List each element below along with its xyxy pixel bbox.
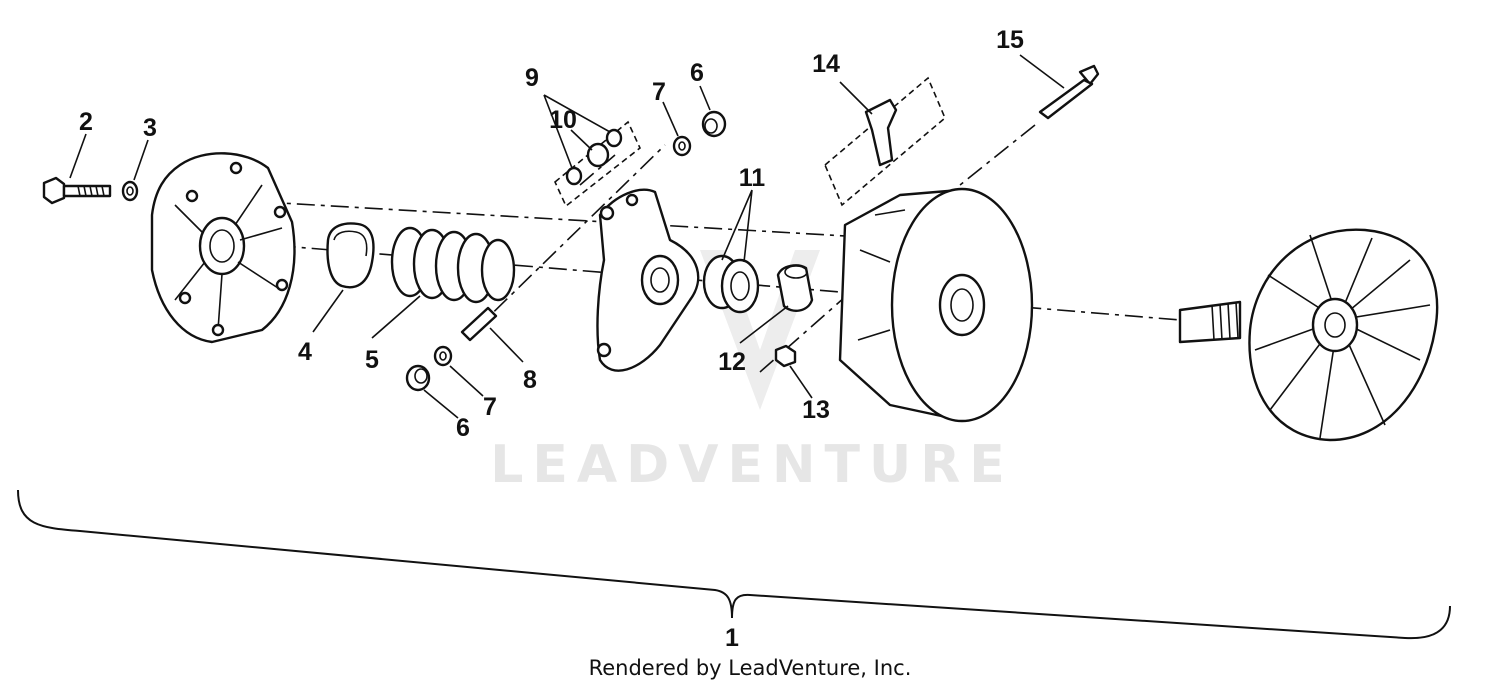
part-fixed-sheave xyxy=(1178,228,1439,442)
callout-3: 3 xyxy=(143,114,157,142)
part-14-weight xyxy=(824,76,946,207)
part-4-ring xyxy=(326,222,375,289)
callout-9: 9 xyxy=(525,64,539,92)
callout-1: 1 xyxy=(725,624,739,652)
axis-pin-8 xyxy=(469,144,666,336)
callout-7-lower: 7 xyxy=(483,393,497,421)
callout-14: 14 xyxy=(812,50,840,78)
part-11-bushings xyxy=(702,254,760,314)
callout-6-upper: 6 xyxy=(690,59,704,87)
part-movable-sheave xyxy=(838,187,1034,423)
part-cover-plate xyxy=(150,152,296,344)
part-8-pin xyxy=(460,306,498,342)
assembly-brace xyxy=(17,489,1451,640)
part-12-bushing xyxy=(776,264,814,312)
callout-11: 11 xyxy=(739,164,766,192)
axis-main xyxy=(194,197,881,239)
axis-weights-9 xyxy=(579,154,616,186)
callout-7-upper: 7 xyxy=(652,78,666,106)
callout-5: 5 xyxy=(365,346,379,374)
part-6-roller-upper xyxy=(701,110,727,138)
part-2-bolt xyxy=(42,176,112,205)
callout-15: 15 xyxy=(996,26,1024,54)
callout-8: 8 xyxy=(523,366,537,394)
part-spider xyxy=(596,188,700,372)
part-15-bolt xyxy=(1038,64,1100,120)
leader-lines xyxy=(69,54,1065,419)
part-9-10-weights xyxy=(554,120,641,208)
part-7-washer-upper xyxy=(672,135,692,157)
part-6-roller-lower xyxy=(405,364,431,392)
callout-6-lower: 6 xyxy=(456,414,470,442)
part-7-washer-lower xyxy=(433,345,453,367)
part-13-nut xyxy=(774,344,797,368)
callout-12: 12 xyxy=(718,348,746,376)
axis-bolt-15 xyxy=(959,124,1036,186)
part-3-washer xyxy=(121,180,139,202)
callout-labels: 2 3 4 5 8 7 6 9 10 7 6 11 12 13 14 15 1 xyxy=(79,26,1024,652)
callout-2: 2 xyxy=(79,108,93,136)
callout-13: 13 xyxy=(802,396,830,424)
callout-10: 10 xyxy=(549,106,577,134)
credit-text: Rendered by LeadVenture, Inc. xyxy=(589,656,912,680)
callout-4: 4 xyxy=(298,338,312,366)
watermark-text: LEADVENTURE xyxy=(490,435,1014,495)
part-5-spring xyxy=(390,226,516,304)
